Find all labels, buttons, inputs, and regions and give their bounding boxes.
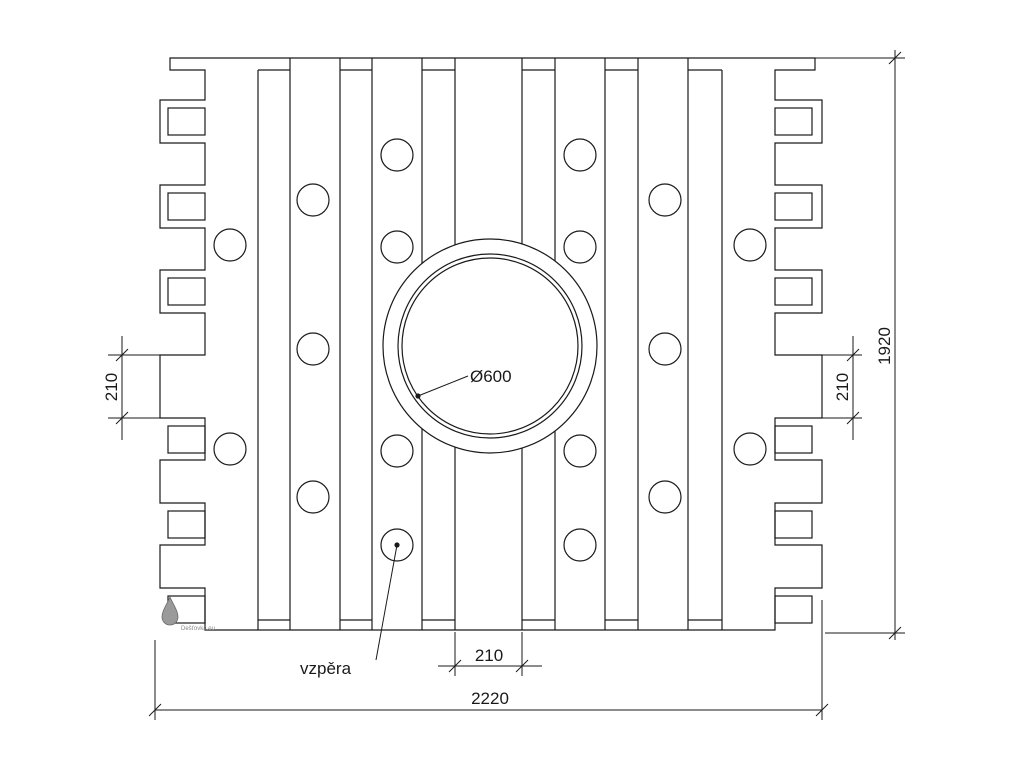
strut-circle (733, 432, 767, 466)
central-opening (382, 238, 598, 454)
strut-circle (648, 183, 682, 217)
strut-circle (648, 332, 682, 366)
strut-circle (296, 183, 330, 217)
strut-circle (213, 432, 247, 466)
diameter-label: Ø600 (470, 367, 512, 386)
strut-label: vzpěra (300, 659, 352, 678)
right-notch-dimension (822, 336, 862, 440)
left-notch-dimension (108, 336, 160, 440)
height-label: 1920 (875, 327, 894, 365)
height-dimension (780, 50, 905, 640)
right-notch-label: 210 (833, 373, 852, 401)
strut-circles (213, 138, 767, 562)
water-drop-icon (161, 596, 179, 626)
width-dimension (148, 600, 829, 720)
left-notch-label: 210 (102, 373, 121, 401)
diameter-leader (415, 375, 469, 399)
strut-circle (563, 434, 597, 468)
rib-dimension (438, 632, 542, 676)
strut-circle (563, 230, 597, 264)
watermark-text: Dešťovka.eu (181, 626, 215, 632)
left-notch-details (167, 107, 206, 624)
strut-circle (648, 480, 682, 514)
strut-circle (733, 228, 767, 262)
rib-label: 210 (475, 646, 503, 665)
strut-circle (563, 138, 597, 172)
strut-circle (296, 332, 330, 366)
width-label: 2220 (471, 689, 509, 708)
strut-circle (380, 138, 414, 172)
strut-circle (213, 228, 247, 262)
strut-circle (563, 528, 597, 562)
strut-leader (375, 542, 400, 661)
strut-circle (296, 480, 330, 514)
right-notch-details (774, 107, 813, 624)
strut-circle (380, 230, 414, 264)
strut-circle (380, 434, 414, 468)
